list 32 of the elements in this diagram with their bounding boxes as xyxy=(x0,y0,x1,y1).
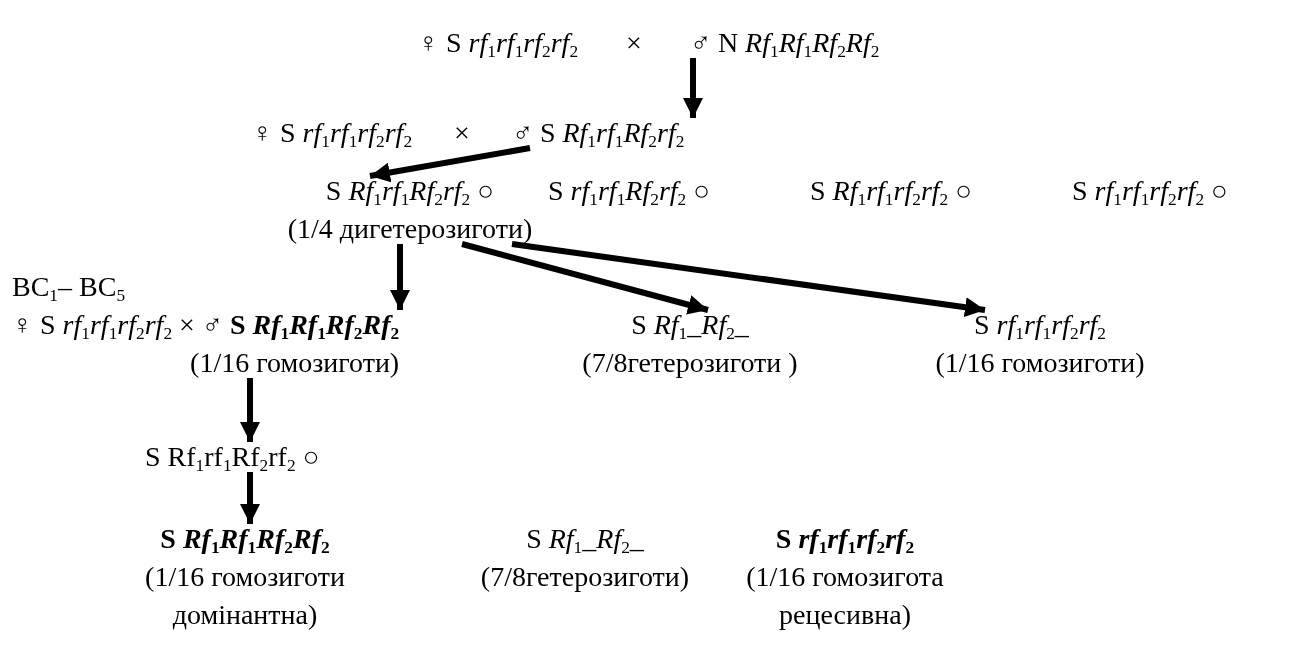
ratio-note: (7/8гетерозиготи) xyxy=(480,560,690,594)
arrow xyxy=(390,244,410,310)
genotype-label: S Rf$_{1}$Rf$_{1}$Rf$_{2}$Rf$_{2}$ xyxy=(160,522,330,558)
genotype-label: ♀ S rf$_{1}$rf$_{1}$rf$_{2}$rf$_{2}$ xyxy=(252,116,413,152)
arrow xyxy=(369,145,531,183)
ratio-note: (1/16 гомозиготи) xyxy=(190,346,400,380)
generation-label: BC$_{1}$– BC$_{5}$ xyxy=(12,270,126,306)
genotype-label: S Rf$_{1}$_Rf$_{2}$_ xyxy=(631,308,749,344)
genotype-label: S Rf$_{1}$_Rf$_{2}$_ xyxy=(526,522,644,558)
ratio-note: (1/4 дигетерозиготи) xyxy=(287,212,533,246)
genotype-label: S Rf$_{1}$rf$_{1}$Rf$_{2}$rf$_{2}$ ○ xyxy=(145,440,320,476)
arrow xyxy=(511,241,986,318)
genotype-label: S rf$_{1}$rf$_{1}$Rf$_{2}$rf$_{2}$ ○ xyxy=(548,174,711,210)
arrow xyxy=(240,378,260,442)
genotype-label: S rf$_{1}$rf$_{1}$rf$_{2}$rf$_{2}$ xyxy=(775,522,915,558)
genotype-label: S Rf$_{1}$rf$_{1}$Rf$_{2}$rf$_{2}$ ○ xyxy=(325,174,495,210)
genotype-label: ♂ S Rf$_{1}$rf$_{1}$Rf$_{2}$rf$_{2}$ xyxy=(511,116,685,152)
genotype-label: S rf$_{1}$rf$_{1}$rf$_{2}$rf$_{2}$ xyxy=(973,308,1107,344)
genotype-label: ♂ N Rf$_{1}$Rf$_{1}$Rf$_{2}$Rf$_{2}$ xyxy=(689,26,880,62)
genotype-label: ♀ S rf$_{1}$rf$_{1}$rf$_{2}$rf$_{2}$ xyxy=(418,26,579,62)
ratio-note: (1/16 гомозиготи домінантна) xyxy=(144,560,346,632)
arrow xyxy=(683,58,703,118)
genotype-label: S Rf$_{1}$rf$_{1}$rf$_{2}$rf$_{2}$ ○ xyxy=(810,174,973,210)
genotype-label: S rf$_{1}$rf$_{1}$rf$_{2}$rf$_{2}$ ○ xyxy=(1072,174,1228,210)
cross-sign: × xyxy=(626,26,642,60)
ratio-note: (1/16 гомозиготи) xyxy=(935,346,1145,380)
arrow xyxy=(461,241,709,315)
ratio-note: (1/16 гомозигота рецесивна) xyxy=(745,560,945,632)
ratio-note: (7/8гетерозиготи ) xyxy=(582,346,798,380)
genotype-label: ♀ S rf$_{1}$rf$_{1}$rf$_{2}$rf$_{2}$ × ♂ S Rf$_{1}$Rf$_{1}$Rf$_{2}$Rf$_{2}$ xyxy=(12,308,400,344)
cross-sign: × xyxy=(454,116,470,150)
arrow xyxy=(240,472,260,524)
